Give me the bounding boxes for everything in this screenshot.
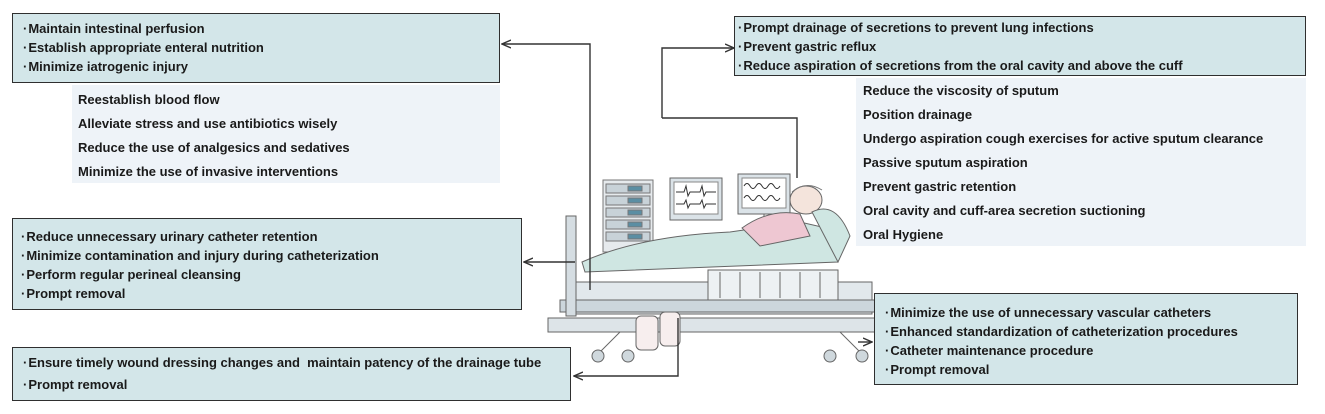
- respiratory-measure: Oral Hygiene: [863, 227, 944, 242]
- intestinal-measures-panel: Reestablish blood flow Alleviate stress …: [72, 85, 500, 183]
- respiratory-goals-box: Prompt drainage of secretions to prevent…: [734, 16, 1306, 76]
- intestinal-goal: Maintain intestinal perfusion: [23, 19, 489, 38]
- vascular-goal: Enhanced standardization of catheterizat…: [885, 322, 1287, 341]
- ventilator-monitor: [737, 173, 791, 226]
- infusion-pump-tower: [602, 179, 654, 253]
- connector-lines: [502, 44, 872, 376]
- urinary-goals-box: Reduce unnecessary urinary catheter rete…: [12, 218, 522, 310]
- vascular-goal: Minimize the use of unnecessary vascular…: [885, 303, 1287, 322]
- vascular-goal: Prompt removal: [885, 360, 1287, 379]
- intestinal-goal: Minimize iatrogenic injury: [23, 57, 489, 76]
- hospital-bed: [547, 215, 899, 363]
- vascular-goals-box: Minimize the use of unnecessary vascular…: [874, 293, 1298, 385]
- urinary-goal: Perform regular perineal cleansing: [21, 265, 513, 284]
- respiratory-goal: Prevent gastric reflux: [738, 37, 1302, 56]
- urinary-goal: Prompt removal: [21, 284, 513, 303]
- intestinal-measure: Reestablish blood flow: [78, 92, 220, 107]
- patient-figure: [581, 185, 851, 273]
- intestinal-measure: Reduce the use of analgesics and sedativ…: [78, 140, 350, 155]
- respiratory-measure: Undergo aspiration cough exercises for a…: [863, 131, 1264, 146]
- intestinal-measure: Minimize the use of invasive interventio…: [78, 164, 339, 179]
- patient-monitor: [669, 177, 723, 221]
- respiratory-measure: Oral cavity and cuff-area secretion suct…: [863, 203, 1146, 218]
- intestinal-goal: Establish appropriate enteral nutrition: [23, 38, 489, 57]
- drainage-bags: [635, 311, 681, 351]
- drainage-goal: Ensure timely wound dressing changes and…: [23, 352, 560, 374]
- respiratory-measure: Passive sputum aspiration: [863, 155, 1028, 170]
- respiratory-measures-panel: Reduce the viscosity of sputum Position …: [856, 78, 1306, 246]
- respiratory-goal: Prompt drainage of secretions to prevent…: [738, 18, 1302, 37]
- drainage-goal: Prompt removal: [23, 374, 560, 396]
- urinary-goal: Reduce unnecessary urinary catheter rete…: [21, 227, 513, 246]
- drainage-goals-box: Ensure timely wound dressing changes and…: [12, 347, 571, 401]
- urinary-goal: Minimize contamination and injury during…: [21, 246, 513, 265]
- respiratory-measure: Reduce the viscosity of sputum: [863, 83, 1059, 98]
- respiratory-measure: Prevent gastric retention: [863, 179, 1017, 194]
- intestinal-goals-box: Maintain intestinal perfusion Establish …: [12, 13, 500, 83]
- respiratory-goal: Reduce aspiration of secretions from the…: [738, 56, 1302, 75]
- intestinal-measure: Alleviate stress and use antibiotics wis…: [78, 116, 338, 131]
- vascular-goal: Catheter maintenance procedure: [885, 341, 1287, 360]
- respiratory-measure: Position drainage: [863, 107, 973, 122]
